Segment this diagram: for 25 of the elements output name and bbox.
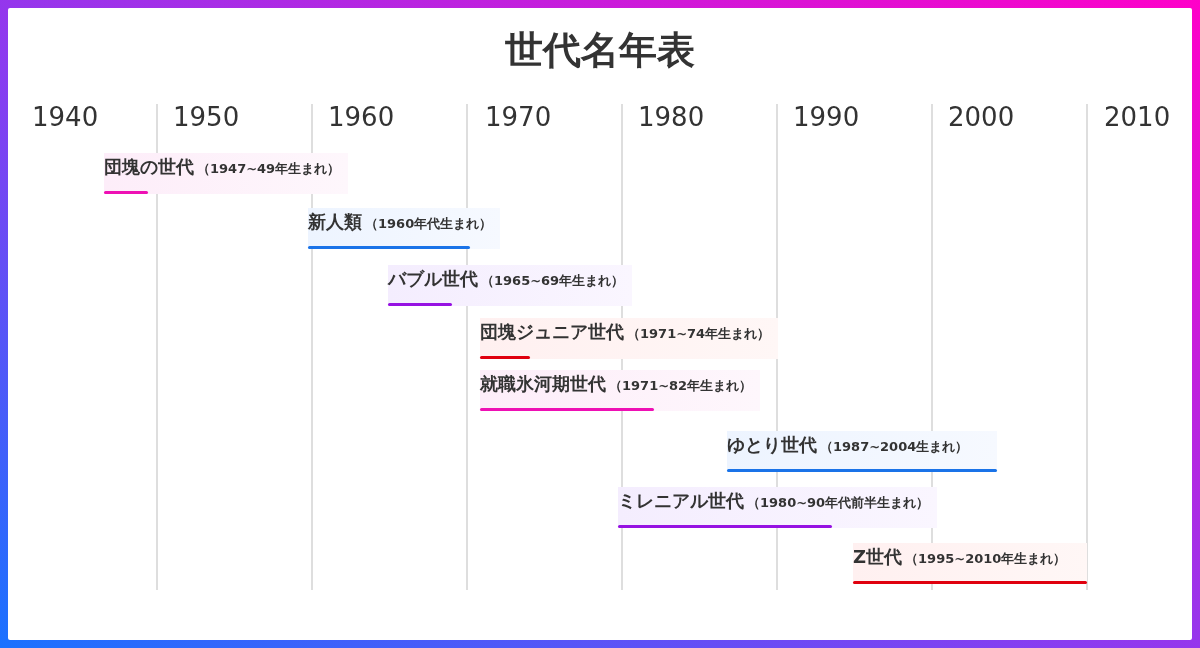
generation-name: 新人類 — [308, 211, 362, 232]
birth-years-text: （1965~69年生まれ） — [481, 273, 625, 288]
generation-name: 団塊ジュニア世代 — [480, 321, 624, 342]
period-card — [480, 318, 779, 359]
period-card — [727, 431, 997, 472]
period-card — [388, 265, 633, 306]
period-card — [104, 153, 349, 194]
birth-years-text: （1987~2004生まれ） — [820, 439, 969, 454]
period-card — [618, 487, 938, 528]
period-card — [308, 208, 501, 249]
generation-name: 就職氷河期世代 — [480, 373, 606, 394]
generation-name: バブル世代 — [388, 268, 478, 289]
period-card — [480, 370, 761, 411]
birth-years-text: （1971~82年生まれ） — [609, 378, 753, 393]
title: 世代名年表 — [505, 28, 695, 72]
birth-years-text: （1995~2010年生まれ） — [905, 551, 1067, 566]
generation-name: Z世代 — [853, 546, 903, 567]
generation-name: ミレニアル世代 — [618, 490, 744, 511]
generation-name: ゆとり世代 — [727, 434, 817, 455]
birth-years-text: （1960年代生まれ） — [365, 216, 493, 231]
period-card — [853, 543, 1087, 584]
generation-name: 団塊の世代 — [104, 156, 194, 177]
birth-years-text: （1980~90年代前半生まれ） — [747, 495, 930, 510]
birth-years-text: （1947~49年生まれ） — [197, 161, 341, 176]
birth-years-text: （1971~74年生まれ） — [627, 326, 771, 341]
